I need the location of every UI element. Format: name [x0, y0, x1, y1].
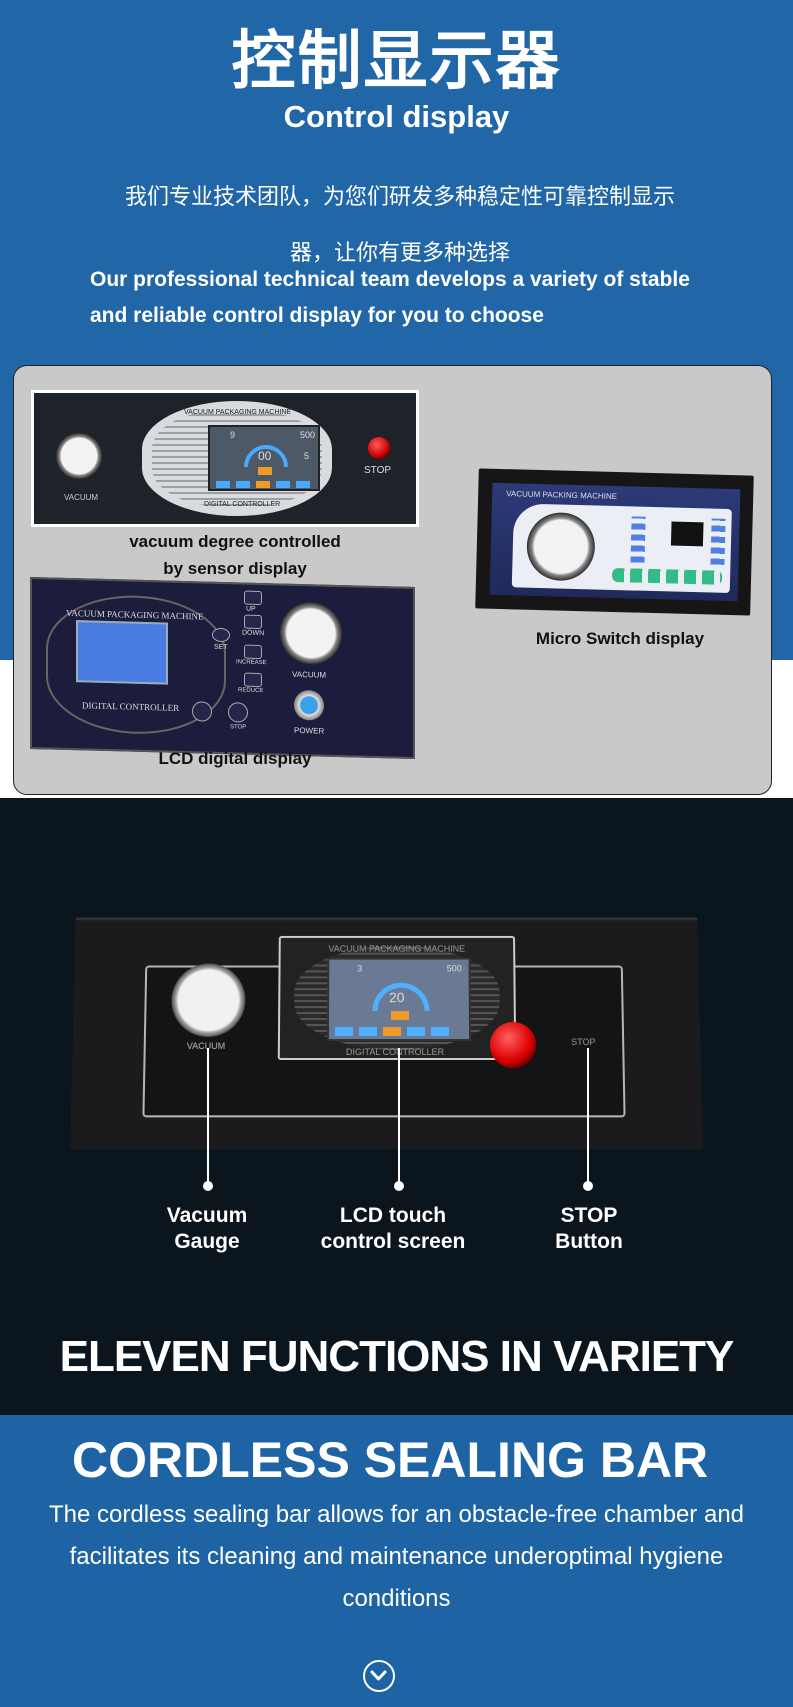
- set-button-icon: [212, 627, 230, 643]
- gauge-pointer-dot: [203, 1181, 213, 1191]
- count-readout: 3: [357, 963, 363, 974]
- pointer-label-line2: Button: [555, 1230, 623, 1253]
- stop-label: STOP: [571, 1036, 596, 1047]
- stop-pointer-dot: [583, 1181, 593, 1191]
- lcd-screen: [76, 620, 168, 685]
- controller-screen-bezel: 00 9 500 5 VACUUM PACKAGING MACHINE DIGI…: [142, 401, 332, 516]
- value-readout: 500: [446, 963, 462, 974]
- set-label: SET: [214, 643, 228, 652]
- gauge-pointer-label: Vacuum Gauge: [107, 1203, 307, 1255]
- gauge-label: VACUUM: [186, 1040, 226, 1051]
- stop-label: STOP: [230, 724, 247, 731]
- lcd-display-caption: LCD digital display: [158, 749, 312, 768]
- power-button-icon: [294, 689, 324, 721]
- pointer-label-line2: Gauge: [174, 1230, 240, 1253]
- pointer-label-line1: STOP: [560, 1204, 618, 1227]
- lcd-dial-icon: [216, 445, 310, 488]
- screen-pointer-label: LCD touch control screen: [293, 1203, 493, 1255]
- cordless-description: The cordless sealing bar allows for an o…: [15, 1494, 778, 1620]
- down-label: DOWN: [242, 629, 265, 638]
- screen-footer: DIGITAL CONTROLLER: [82, 700, 180, 713]
- lcd-controller-image: VACUUM PACKAGING MACHINE DIGITAL CONTROL…: [30, 576, 415, 760]
- lcd-dial-icon: [334, 960, 450, 1036]
- gauge-label: VACUUM: [292, 669, 327, 680]
- power-label: POWER: [294, 725, 325, 736]
- gauge-label: VACUUM: [64, 493, 99, 502]
- pointer-label-line1: Vacuum: [166, 1204, 248, 1227]
- gauge-pointer-line: [207, 1048, 209, 1185]
- micro-switch-caption: Micro Switch display: [535, 629, 705, 648]
- value-readout: 500: [300, 430, 316, 440]
- lcd-touch-screen: 20 3 500 VACUUM PACKAGING MACHINE DIGITA…: [277, 935, 517, 1060]
- timer-readout: 20: [388, 989, 405, 1006]
- stop-pointer-label: STOP Button: [489, 1203, 689, 1255]
- stop-button-icon: [490, 1022, 536, 1068]
- chevron-down-circle-icon[interactable]: [363, 1660, 395, 1692]
- keypad-buttons: [630, 516, 646, 563]
- reduce-label: REDUCE: [238, 687, 264, 695]
- desc-en-line2: and reliable control display for you to …: [90, 304, 544, 327]
- cordless-line3: conditions: [342, 1585, 451, 1612]
- cordless-title: CORDLESS SEALING BAR: [72, 1432, 709, 1488]
- function-icons-row: [611, 567, 723, 585]
- screen-header: VACUUM PACKING MACHINE: [506, 489, 618, 502]
- extra-readout: 5: [304, 451, 310, 461]
- digital-readout: [670, 521, 704, 547]
- chevron-down-icon: [370, 1670, 387, 1681]
- stop-pointer-line: [587, 1048, 589, 1185]
- stop-label: STOP: [364, 465, 392, 476]
- screen-header: VACUUM PACKAGING MACHINE: [328, 943, 466, 954]
- screen-footer: DIGITAL CONTROLLER: [345, 1046, 445, 1057]
- desc-en-line1: Our professional technical team develops…: [90, 268, 690, 291]
- cordless-line2: facilitates its cleaning and maintenance…: [69, 1543, 724, 1570]
- vacuum-gauge-icon: [56, 433, 102, 479]
- control-panel-image: VACUUM 20 3 500 VACUUM PACKAGING MACHINE…: [70, 917, 703, 1149]
- increase-button-icon: [244, 644, 262, 660]
- timer-readout: 00: [258, 449, 272, 463]
- down-button-icon: [244, 614, 262, 630]
- screen-pointer-dot: [394, 1181, 404, 1191]
- functions-headline: ELEVEN FUNCTIONS IN VARIETY: [59, 1332, 735, 1381]
- screen-footer: DIGITAL CONTROLLER: [204, 501, 281, 508]
- desc-cn-line2: 器，让你有更多种选择: [289, 241, 510, 266]
- caption-line1: vacuum degree controlled: [129, 532, 341, 551]
- micro-switch-controller-image: VACUUM PACKING MACHINE: [475, 468, 754, 616]
- stop-button-icon: [368, 437, 390, 459]
- reduce-button-icon: [244, 672, 262, 688]
- sensor-controller-image: VACUUM 00 9 500 5 VACUUM PACKAGING MACHI…: [31, 390, 419, 527]
- count-readout: 9: [230, 430, 236, 440]
- increase-label: INCREASE: [236, 659, 267, 667]
- up-button-icon: [244, 590, 262, 606]
- sensor-display-caption: vacuum degree controlled by sensor displ…: [80, 528, 390, 582]
- vacuum-gauge-icon: [280, 601, 342, 666]
- caption-line2: by sensor display: [163, 559, 307, 578]
- keypad-buttons-right: [710, 518, 726, 565]
- vacuum-gauge-icon: [525, 511, 596, 582]
- screen-pointer-line: [398, 1048, 400, 1185]
- title-chinese: 控制显示器: [231, 25, 562, 99]
- screen-header: VACUUM PACKAGING MACHINE: [184, 409, 292, 416]
- power-toggle-icon: [192, 701, 212, 722]
- cordless-line1: The cordless sealing bar allows for an o…: [48, 1501, 745, 1528]
- description-english: Our professional technical team develops…: [90, 262, 740, 334]
- lcd-screen: 00 9 500 5: [208, 425, 320, 491]
- up-label: UP: [246, 605, 256, 613]
- desc-cn-line1: 我们专业技术团队，为您们研发多种稳定性可靠控制显示: [124, 185, 675, 210]
- pointer-label-line1: LCD touch: [339, 1204, 447, 1227]
- description-chinese: 我们专业技术团队，为您们研发多种稳定性可靠控制显示 器，让你有更多种选择: [90, 170, 710, 282]
- title-english: Control display: [283, 99, 510, 134]
- cordless-section: [0, 1415, 793, 1707]
- stop-button-icon: [228, 702, 248, 723]
- pointer-label-line2: control screen: [320, 1230, 466, 1253]
